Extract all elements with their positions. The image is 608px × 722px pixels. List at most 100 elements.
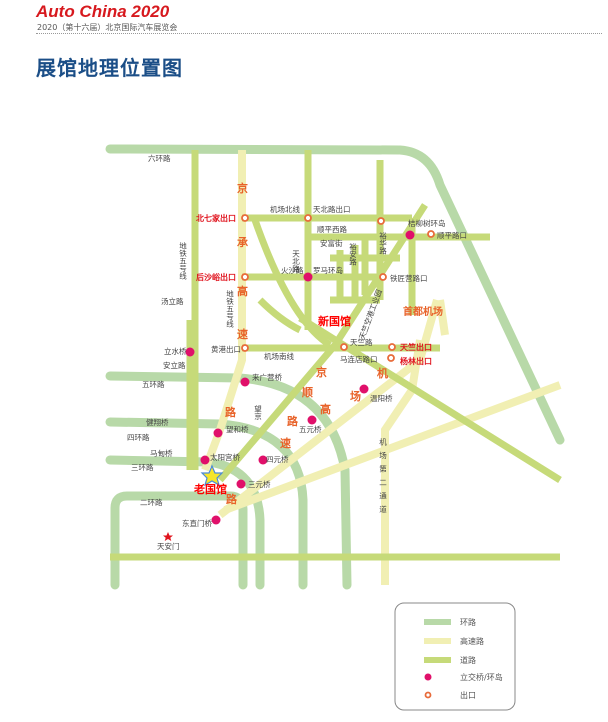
sixth-ring (105, 144, 565, 445)
label: 天北路出口 (313, 204, 351, 214)
brand-logo: Auto China 2020 (36, 2, 170, 21)
highway-char: 京 (237, 181, 248, 195)
label: 来广营桥 (252, 372, 282, 382)
old-venue-star-icon (200, 464, 224, 487)
highway-char: 顺 (302, 385, 313, 399)
new-venue-label: 新国馆 (318, 314, 351, 328)
airport-label: 首都机场 (403, 305, 443, 318)
highway-char: 高 (237, 284, 248, 298)
interchanges (185, 230, 415, 525)
interchange-marker (236, 479, 246, 489)
label: 裕华路 (378, 231, 387, 255)
label: 桔柳树环岛 (408, 218, 446, 228)
jingcheng-expressway (201, 150, 246, 472)
exit-icon (424, 691, 432, 699)
highway-char: 机 (377, 366, 388, 380)
exit-marker (340, 343, 348, 351)
label: 五元桥 (299, 424, 322, 434)
label: 铁匠营路口 (390, 273, 428, 283)
label: 天安门 (157, 541, 180, 551)
northeast-expressway (223, 381, 562, 514)
label: 五环路 (142, 379, 165, 389)
legend-label: 环路 (460, 617, 476, 627)
divider (36, 33, 602, 34)
legend-label: 高速路 (460, 636, 484, 646)
exit-marker (377, 217, 385, 225)
label: 四元桥 (266, 454, 289, 464)
label: 东直门桥 (182, 518, 212, 528)
exit-label: 杨林出口 (400, 356, 432, 366)
label: 机场北线 (270, 204, 300, 214)
highway-char: 京 (316, 365, 327, 379)
highway-char: 路 (226, 492, 238, 506)
label: 健翔桥 (146, 417, 169, 427)
label: 裕安路 (348, 242, 357, 266)
subtitle: 2020（第十六届）北京国际汽车展览会 (37, 23, 178, 32)
label: 三元桥 (248, 479, 271, 489)
third-ring (105, 455, 265, 590)
label: 黄港出口 (211, 344, 241, 354)
label: 望和桥 (226, 424, 249, 434)
label: 立水桥 (164, 346, 187, 356)
label: 马连店路口 (340, 354, 378, 364)
legend-swatch-expressway (424, 638, 451, 644)
legend-swatch-ring (424, 619, 451, 625)
label: 安富街 (320, 238, 343, 248)
label: 罗马环岛 (313, 265, 343, 275)
legend-swatch-road (424, 657, 451, 663)
label: 机场南线 (264, 351, 294, 361)
interchange-marker (211, 515, 221, 525)
exits (241, 214, 435, 362)
label: 火沙路 (281, 265, 304, 275)
second-airport-road (381, 339, 424, 585)
interchange-marker (240, 377, 250, 387)
exit-marker (241, 214, 249, 222)
label: 地铁五号线 (225, 289, 234, 328)
label: 顺平西路 (317, 224, 347, 234)
exit-label: 后沙峪出口 (196, 272, 236, 282)
highway-char: 速 (237, 327, 248, 341)
exit-label: 北七家出口 (196, 213, 236, 223)
highway-char: 速 (280, 436, 291, 450)
exit-marker (241, 344, 249, 352)
interchange-marker (213, 428, 223, 438)
highway-char: 路 (225, 405, 237, 419)
old-venue-label: 老国馆 (193, 482, 227, 496)
interchange-marker (185, 347, 195, 357)
exit-marker (379, 273, 387, 281)
map-labels: 六环路 机场北线 天北路出口 顺平西路 安富街 天北路 裕安路 裕华路 火沙路 … (127, 153, 467, 551)
tiananmen-star-icon (163, 532, 173, 541)
exit-label: 天竺出口 (400, 342, 432, 352)
highway-char: 场 (350, 389, 361, 403)
highway-char: 路 (287, 414, 299, 428)
interchange-marker (405, 230, 415, 240)
exit-marker (388, 343, 396, 351)
label: 天北路 (291, 250, 300, 273)
fifth-ring (105, 371, 352, 590)
label: 太阳宫桥 (210, 452, 240, 462)
label: 机场第二通道 (378, 437, 387, 519)
roads (110, 150, 562, 561)
interchange-marker (258, 455, 268, 465)
exit-marker (241, 273, 249, 281)
highway-char: 高 (320, 402, 331, 416)
label: 天竺路 (350, 337, 373, 347)
label: 六环路 (148, 153, 171, 163)
exit-marker (387, 354, 395, 362)
label: 四环路 (127, 432, 150, 442)
interchange-marker (359, 384, 369, 394)
interchange-marker (307, 415, 317, 425)
expressways (201, 150, 562, 585)
exit-marker (304, 214, 312, 222)
legend-label: 立交桥/环岛 (460, 672, 503, 682)
label: 马甸桥 (150, 448, 173, 458)
fourth-ring (105, 417, 308, 590)
label: 温阳桥 (370, 393, 393, 403)
label: 二环路 (140, 497, 163, 507)
label: 望京 (253, 404, 262, 422)
page-title: 展馆地理位置图 (36, 56, 183, 80)
interchange-marker (200, 455, 210, 465)
exit-marker (427, 230, 435, 238)
interchange-marker (303, 272, 313, 282)
